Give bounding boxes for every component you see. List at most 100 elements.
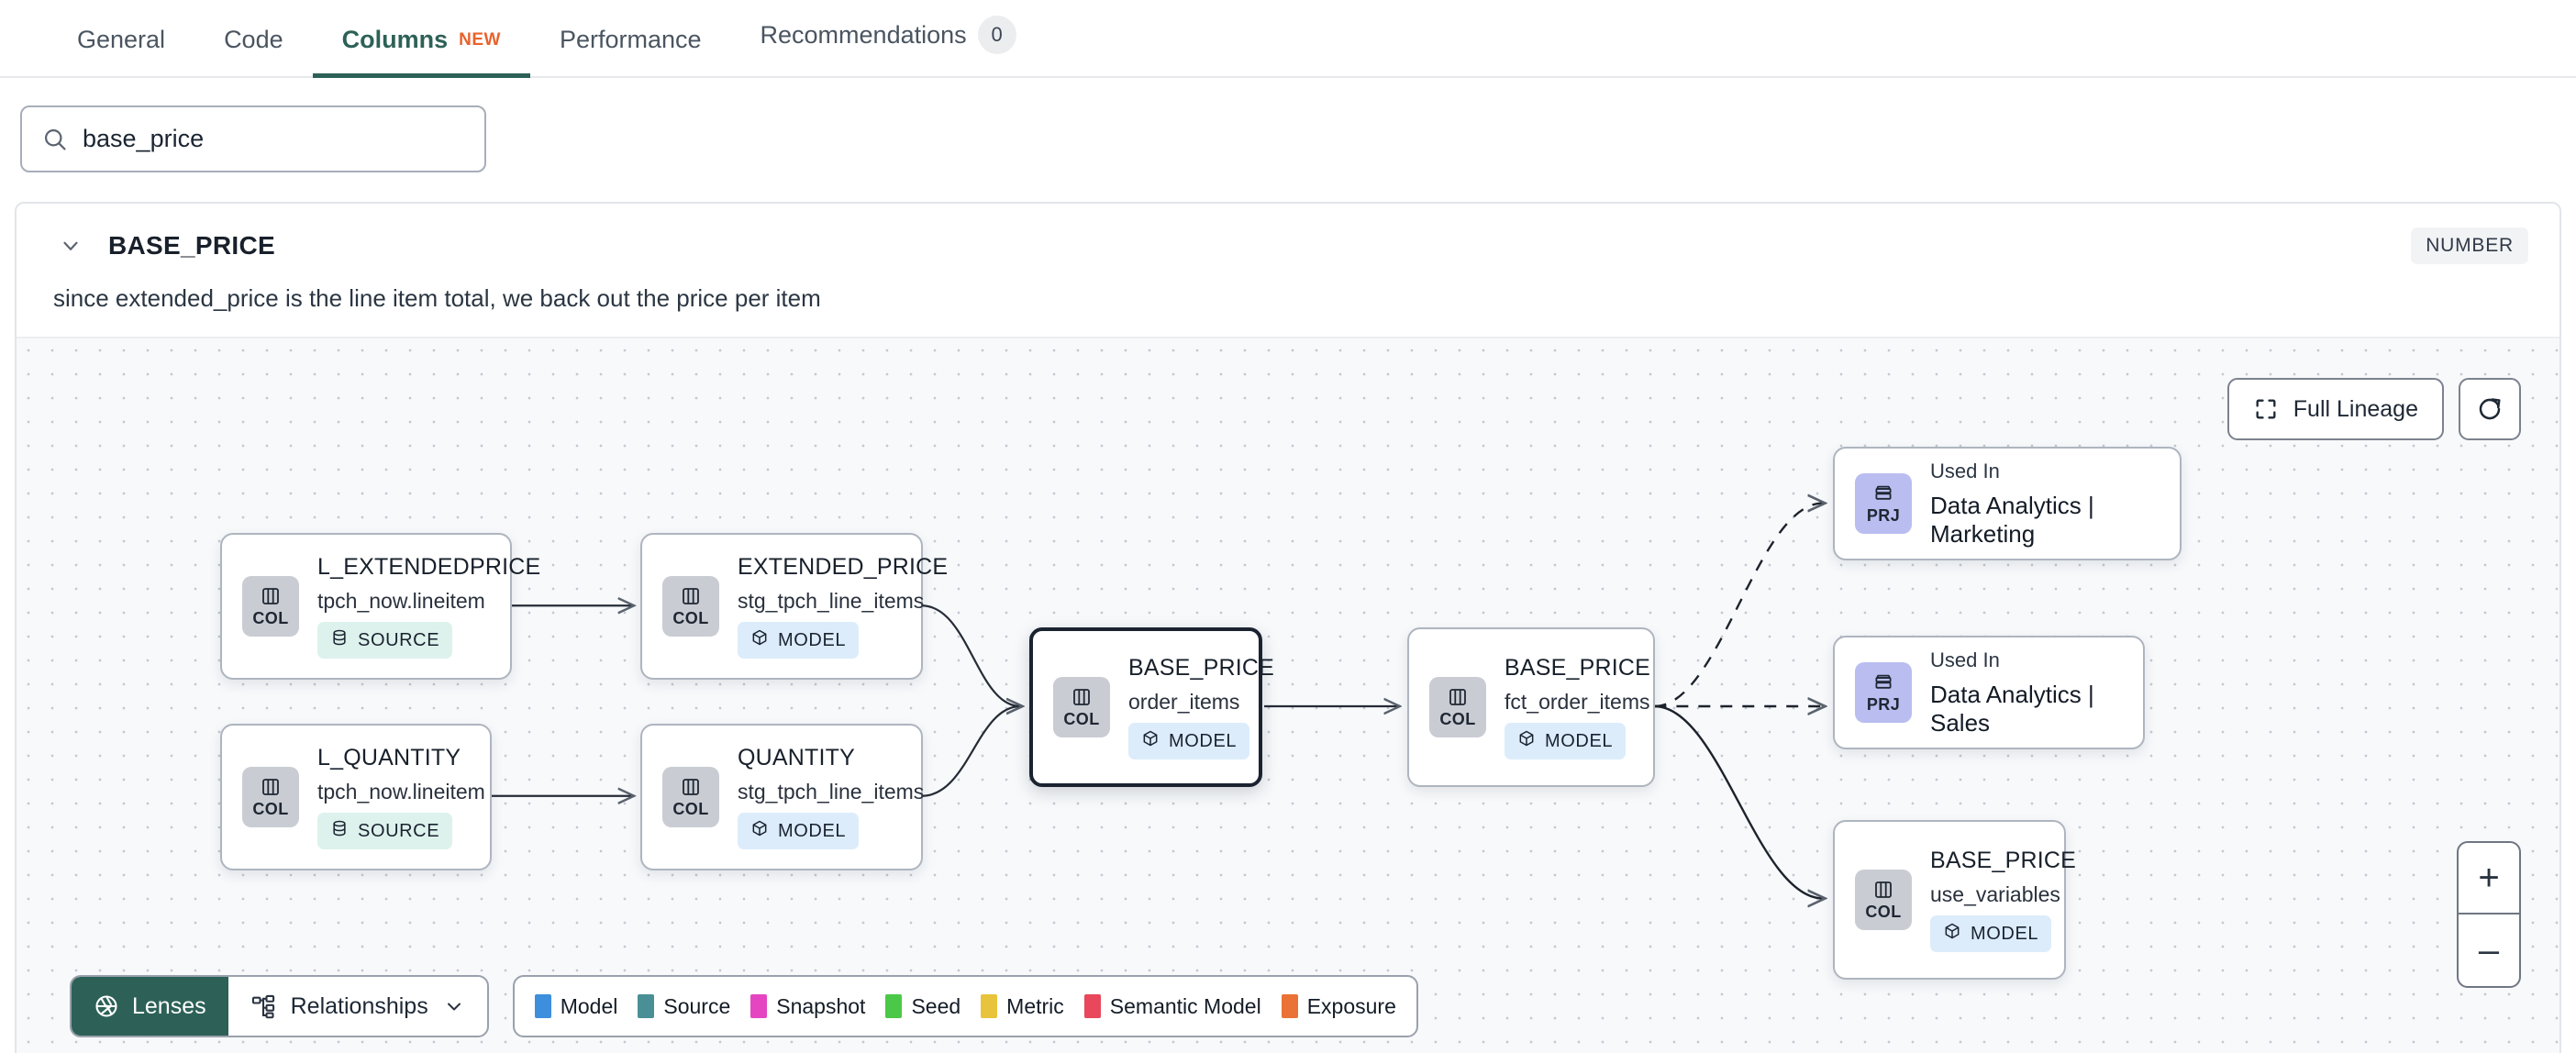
- refresh-button[interactable]: [2459, 378, 2521, 440]
- col-badge: COL: [662, 576, 719, 637]
- column-card: BASE_PRICE NUMBER since extended_price i…: [15, 202, 2561, 1053]
- search-input[interactable]: [83, 125, 464, 153]
- lenses-label: Lenses: [132, 992, 206, 1019]
- relationships-label: Relationships: [290, 992, 428, 1019]
- tab-recommendations[interactable]: Recommendations 0: [731, 16, 1046, 76]
- node-subtitle: stg_tpch_line_items: [738, 780, 925, 804]
- legend-swatch: [750, 994, 768, 1018]
- cube-icon: [1517, 729, 1536, 753]
- lineage-node-base-price-order-items[interactable]: COL BASE_PRICE order_items MODEL: [1029, 627, 1274, 787]
- column-type-badge: NUMBER: [2411, 227, 2528, 264]
- lineage-node-extended-price[interactable]: COL EXTENDED_PRICE stg_tpch_line_items M…: [640, 533, 948, 680]
- legend-item-exposure: Exposure: [1281, 994, 1396, 1019]
- database-icon: [330, 819, 349, 843]
- node-type-tag: MODEL: [1930, 915, 2052, 952]
- cube-icon: [750, 628, 769, 652]
- lineage-node-project-sales[interactable]: PRJ Used In Data Analytics | Sales: [1833, 636, 2145, 749]
- node-subtitle: fct_order_items: [1505, 690, 1650, 714]
- col-badge: COL: [242, 576, 299, 637]
- lineage-node-l-extendedprice[interactable]: COL L_EXTENDEDPRICE tpch_now.lineitem SO…: [220, 533, 540, 680]
- zoom-controls: + –: [2457, 841, 2521, 988]
- full-lineage-button[interactable]: Full Lineage: [2226, 378, 2444, 440]
- used-in-project-name: Data Analytics | Marketing: [1930, 491, 2094, 548]
- recommendations-count-badge: 0: [977, 16, 1016, 54]
- used-in-kicker: Used In: [1930, 648, 2000, 671]
- legend-label: Seed: [911, 993, 961, 1018]
- relationships-dropdown[interactable]: Relationships: [228, 977, 487, 1036]
- search-area: [0, 78, 2576, 172]
- node-type-label: MODEL: [778, 629, 847, 650]
- chevron-down-icon[interactable]: [57, 234, 84, 258]
- node-subtitle: order_items: [1128, 690, 1240, 714]
- column-name: BASE_PRICE: [108, 231, 275, 260]
- legend-swatch: [1083, 994, 1101, 1018]
- column-header: BASE_PRICE NUMBER: [17, 204, 2559, 264]
- node-title: QUANTITY: [738, 745, 855, 770]
- zoom-in-button[interactable]: +: [2459, 843, 2519, 914]
- legend-swatch: [885, 994, 903, 1018]
- node-subtitle: use_variables: [1930, 882, 2060, 906]
- node-type-tag: MODEL: [1128, 723, 1250, 759]
- cube-icon: [1943, 922, 1961, 946]
- tab-label: Code: [224, 26, 283, 53]
- lenses-relationships-group: Lenses Relationships: [70, 975, 489, 1037]
- aperture-icon: [94, 993, 119, 1019]
- node-type-label: MODEL: [1971, 923, 2039, 944]
- tab-code[interactable]: Code: [194, 26, 313, 76]
- lineage-node-base-price-use-variables[interactable]: COL BASE_PRICE use_variables MODEL: [1833, 820, 2076, 980]
- legend-item-semantic-model: Semantic Model: [1083, 993, 1261, 1019]
- col-badge-label: COL: [1865, 902, 1902, 921]
- legend-swatch: [638, 994, 655, 1018]
- search-box[interactable]: [20, 105, 486, 172]
- expand-corners-icon: [2253, 396, 2279, 422]
- col-badge: COL: [1053, 677, 1110, 737]
- node-type-tag: MODEL: [1505, 723, 1627, 759]
- node-title: EXTENDED_PRICE: [738, 554, 949, 580]
- canvas-top-controls: Full Lineage: [2226, 378, 2521, 440]
- used-in-project-name: Data Analytics | Sales: [1930, 680, 2094, 737]
- lineage-node-base-price-fct-order-items[interactable]: COL BASE_PRICE fct_order_items MODEL: [1407, 627, 1655, 787]
- node-type-tag: SOURCE: [317, 813, 453, 849]
- legend-label: Model: [560, 993, 618, 1018]
- canvas-bottom-bar: Lenses Relationships: [70, 975, 1418, 1037]
- lineage-canvas[interactable]: COL L_EXTENDEDPRICE tpch_now.lineitem SO…: [17, 337, 2559, 1053]
- legend-label: Semantic Model: [1109, 993, 1261, 1018]
- node-subtitle: tpch_now.lineitem: [317, 589, 485, 613]
- chevron-down-icon: [443, 995, 465, 1017]
- tab-label: Performance: [559, 26, 702, 53]
- node-type-tag: MODEL: [738, 813, 860, 849]
- node-subtitle: stg_tpch_line_items: [738, 589, 925, 613]
- lineage-node-quantity[interactable]: COL QUANTITY stg_tpch_line_items MODEL: [640, 724, 925, 870]
- tab-performance[interactable]: Performance: [530, 26, 731, 76]
- legend-swatch: [981, 994, 998, 1018]
- column-description: since extended_price is the line item to…: [53, 284, 821, 312]
- zoom-out-button[interactable]: –: [2478, 930, 2500, 970]
- col-badge: COL: [242, 767, 299, 827]
- tab-columns[interactable]: Columns NEW: [312, 26, 531, 78]
- refresh-icon: [2476, 395, 2504, 423]
- legend-item-snapshot: Snapshot: [750, 994, 865, 1019]
- cube-icon: [1141, 729, 1160, 753]
- tab-bar: General Code Columns NEW Performance Rec…: [0, 0, 2576, 78]
- node-type-tag: SOURCE: [317, 622, 453, 659]
- tab-general[interactable]: General: [48, 26, 194, 76]
- col-badge-label: COL: [672, 608, 709, 627]
- node-subtitle: tpch_now.lineitem: [317, 780, 485, 804]
- prj-badge-label: PRJ: [1866, 694, 1901, 714]
- node-type-legend: Model Source Snapshot Seed Metric: [512, 975, 1418, 1037]
- tab-label: Columns: [341, 26, 449, 53]
- node-type-tag: MODEL: [738, 622, 860, 659]
- lenses-button[interactable]: Lenses: [72, 977, 228, 1036]
- node-type-label: MODEL: [1169, 730, 1238, 751]
- legend-item-metric: Metric: [981, 994, 1064, 1019]
- legend-item-seed: Seed: [885, 994, 960, 1019]
- lineage-node-project-marketing[interactable]: PRJ Used In Data Analytics | Marketing: [1833, 447, 2182, 560]
- lineage-node-l-quantity[interactable]: COL L_QUANTITY tpch_now.lineitem SOURCE: [220, 724, 492, 870]
- node-type-label: SOURCE: [358, 629, 440, 650]
- tab-label: General: [77, 26, 166, 53]
- lineage-edges: [491, 338, 2559, 1053]
- used-in-kicker: Used In: [1930, 459, 2000, 482]
- legend-item-model: Model: [534, 993, 618, 1019]
- col-badge-label: COL: [672, 799, 709, 818]
- node-title: L_EXTENDEDPRICE: [317, 554, 541, 580]
